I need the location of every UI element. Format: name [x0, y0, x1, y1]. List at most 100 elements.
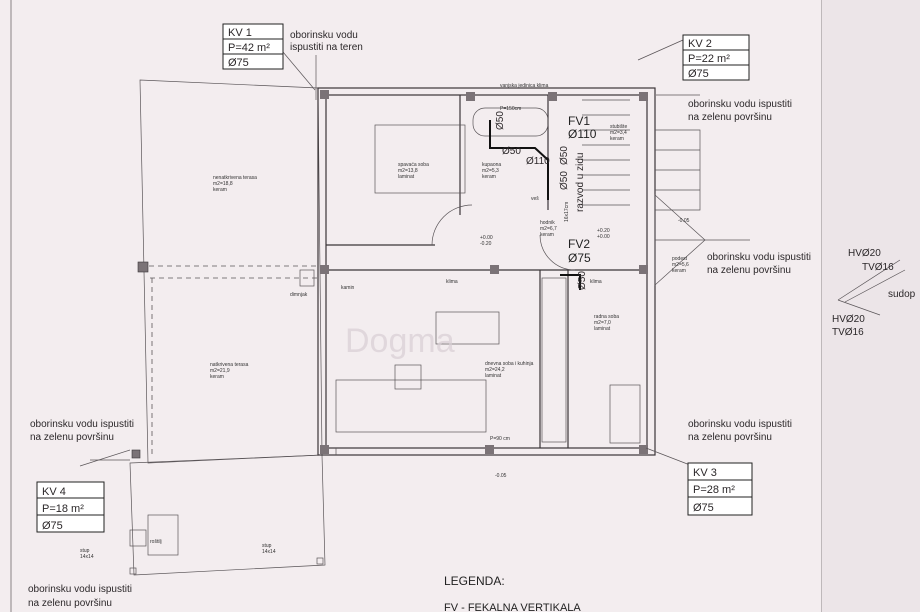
bathtub — [472, 107, 549, 137]
labels-klima1-text: klima — [446, 279, 458, 285]
labels-stairs_dim-text: 16x17cm — [564, 202, 570, 222]
building-inner-wall — [325, 94, 648, 449]
rooms-workroom-0-text: radna soba — [594, 314, 619, 320]
verticals-p50b-text: Ø50 — [495, 111, 506, 130]
rooms-hall-2-text: keram — [540, 232, 554, 238]
catchments-2-area-text: P=28 m² — [693, 484, 735, 496]
door-swing — [431, 204, 473, 246]
labels-pillar1-text: stup — [80, 548, 90, 554]
catchments-0-area-text: P=42 m² — [228, 42, 270, 54]
verticals-p50e-text: Ø50 — [577, 271, 588, 290]
notes-green_line2-text: na zelenu površinu — [28, 598, 112, 609]
grill — [147, 514, 179, 556]
legend-item: FV - FEKALNA VERTIKALA — [444, 602, 581, 612]
chimney — [299, 269, 315, 287]
labels-pillar2_size-text: 14x14 — [262, 549, 276, 555]
rooms-terrace_covered-2-text: keram — [210, 374, 224, 380]
labels-fireplace-text: kamin — [341, 285, 355, 291]
notes-green_line1-text: oborinsku vodu ispustiti — [688, 99, 792, 110]
column — [131, 449, 141, 459]
catchment-kv4: KV 4 P=18 m² Ø75 — [36, 481, 105, 533]
rooms-bedroom-1-text: m2=13,8 — [398, 168, 418, 174]
verticals-wall_note-text: razvod u zidu — [575, 153, 586, 212]
leader-lines — [79, 39, 750, 467]
terrace-outline — [139, 79, 323, 464]
sofa — [335, 379, 487, 433]
rooms-landing-1-text: m2=5,6 — [672, 262, 689, 268]
catchments-3-pipe-text: Ø75 — [42, 520, 63, 532]
rooms-landing-2-text: keram — [672, 268, 686, 274]
labels-lvl1b-text: -0.20 — [480, 241, 492, 247]
fv1-label: FV1 — [568, 114, 590, 128]
catchments-3-id-text: KV 4 — [42, 486, 66, 498]
rooms-terrace_covered-0-text: natkrivena terasa — [210, 362, 249, 368]
rooms-hall-1-text: m2=6,7 — [540, 226, 557, 232]
note-kv1: oborinsku vodu — [290, 30, 358, 41]
verticals-p50a-text: Ø50 — [502, 146, 521, 157]
fv2-label: FV2 — [568, 237, 590, 251]
labels-lvl3-text: -0.05 — [495, 473, 507, 479]
labels-lvl1-text: +0.00 — [480, 235, 493, 241]
labels-tv2-text: TVØ16 — [832, 327, 864, 338]
notes-green_line1-text: oborinsku vodu ispustiti — [688, 419, 792, 430]
bed — [374, 124, 466, 194]
rooms-bathroom-1-text: m2=5,3 — [482, 168, 499, 174]
grill-box — [129, 529, 147, 547]
dining-table — [435, 311, 500, 345]
labels-pillar1_size-text: 14x14 — [80, 554, 94, 560]
lower-terrace — [129, 454, 326, 576]
rooms-landing-0-text: podest — [672, 256, 688, 262]
verticals-fv1_pipe-text: Ø110 — [568, 127, 597, 141]
labels-sill-text: P=90 cm — [490, 436, 510, 442]
notes-green_line1-text: oborinsku vodu ispustiti — [28, 584, 132, 595]
adjacent-sheet — [822, 0, 920, 612]
rooms-bedroom-0-text: spavaća soba — [398, 162, 429, 168]
rooms-terrace_open-0-text: nenatkrivena terasa — [213, 175, 257, 181]
rooms-bathroom-2-text: keram — [482, 174, 496, 180]
labels-chimney-text: dimnjak — [290, 292, 308, 298]
labels-tv1-text: TVØ16 — [862, 262, 894, 273]
verticals-p50d-text: Ø50 — [559, 146, 570, 165]
catchments-2-pipe-text: Ø75 — [693, 502, 714, 514]
rooms-terrace_covered-1-text: m2=21,9 — [210, 368, 230, 374]
notes-kv1_line2-text: ispustiti na teren — [290, 42, 363, 53]
rooms-workroom-2-text: laminat — [594, 326, 611, 332]
labels-lvl2-text: +0.20 — [597, 228, 610, 234]
labels-pillar2-text: stup — [262, 543, 272, 549]
rooms-terrace_open-1-text: m2=18,8 — [213, 181, 233, 187]
labels-sudop-text: sudop — [888, 289, 916, 300]
desk — [609, 384, 641, 444]
labels-hv2-text: HVØ20 — [832, 314, 865, 325]
rooms-living-0-text: dnevna soba i kuhinja — [485, 361, 534, 367]
verticals-p50c-text: Ø50 — [559, 171, 570, 190]
rooms-stairs-2-text: keram — [610, 136, 624, 142]
labels-hv1-text: HVØ20 — [848, 248, 881, 259]
rooms-bathroom-0-text: kupaona — [482, 162, 501, 168]
notes-green_line2-text: na zelenu površinu — [30, 432, 114, 443]
labels-ac_unit-text: vanjska jedinica klima — [500, 83, 549, 89]
rooms-terrace_open-2-text: keram — [213, 187, 227, 193]
coffee-table — [394, 364, 422, 390]
labels-lvl2b-text: +0.00 — [597, 234, 610, 240]
labels-tub-text: P=150cm — [500, 106, 521, 112]
verticals-p110-text: Ø110 — [526, 156, 550, 167]
outer-stairs — [655, 129, 701, 211]
interior-walls — [326, 95, 647, 455]
pillar — [129, 567, 137, 575]
rooms-stairs-1-text: m2=3,4 — [610, 130, 627, 136]
drain-pipe — [489, 120, 549, 200]
rooms-living-2-text: laminat — [485, 373, 502, 379]
verticals-fv2_pipe-text: Ø75 — [568, 251, 591, 265]
notes-green_line1-text: oborinsku vodu ispustiti — [707, 252, 811, 263]
adjacent-sheet-detail — [837, 259, 906, 316]
drain-pipe — [560, 274, 581, 290]
door-swing — [539, 234, 576, 271]
kitchen-counter — [541, 277, 567, 443]
catchments-3-area-text: P=18 m² — [42, 503, 84, 515]
labels-klima2-text: klima — [590, 279, 602, 285]
catchments-1-area-text: P=22 m² — [688, 53, 730, 65]
rooms-hall-0-text: hodnik — [540, 220, 555, 226]
labels-rolo-text: roštilj — [150, 539, 162, 545]
